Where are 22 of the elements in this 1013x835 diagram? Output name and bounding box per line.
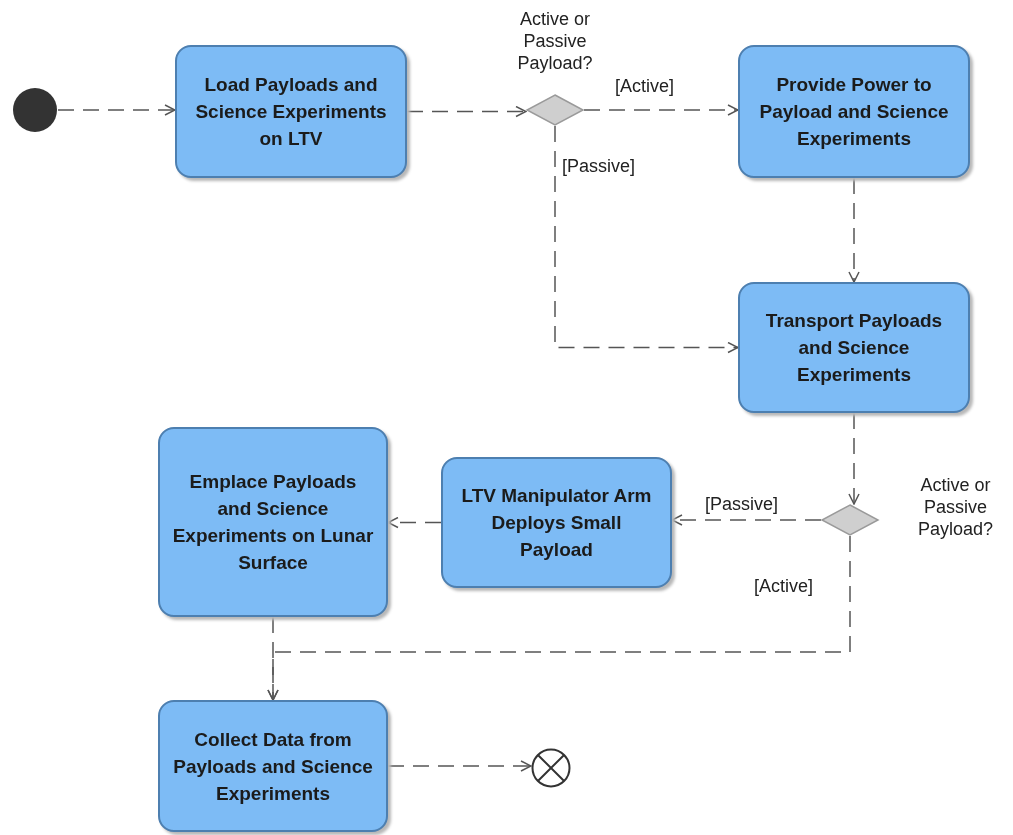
action-box: Load Payloads and Science Experiments on LTV — [175, 45, 407, 178]
dashed-arrow — [267, 616, 279, 701]
dashed-arrow — [848, 412, 860, 505]
decision-question: Active or Passive Payload? — [516, 8, 594, 74]
action-box: Emplace Payloads and Science Experiments on Lunar Surface — [158, 427, 388, 617]
action-box: Collect Data from Payloads and Science Experiments — [158, 700, 388, 832]
dashed-arrow — [387, 516, 442, 529]
decision-diamond — [821, 504, 879, 536]
dashed-arrow — [671, 514, 822, 526]
action-box: Transport Payloads and Science Experiments — [738, 282, 970, 413]
initial-node — [12, 87, 58, 133]
final-node — [531, 748, 571, 788]
action-box: LTV Manipulator Arm Deploys Small Payload — [441, 457, 672, 588]
dashed-arrow — [554, 125, 739, 354]
dashed-arrow — [406, 105, 527, 118]
decision-diamond — [526, 94, 584, 126]
action-box: Provide Power to Payload and Science Experiments — [738, 45, 970, 178]
dashed-arrow — [583, 104, 739, 116]
dashed-arrow — [387, 760, 532, 772]
dashed-arrow — [848, 177, 860, 283]
decision-question: Active or Passive Payload? — [916, 474, 995, 540]
dashed-arrow — [57, 104, 176, 116]
